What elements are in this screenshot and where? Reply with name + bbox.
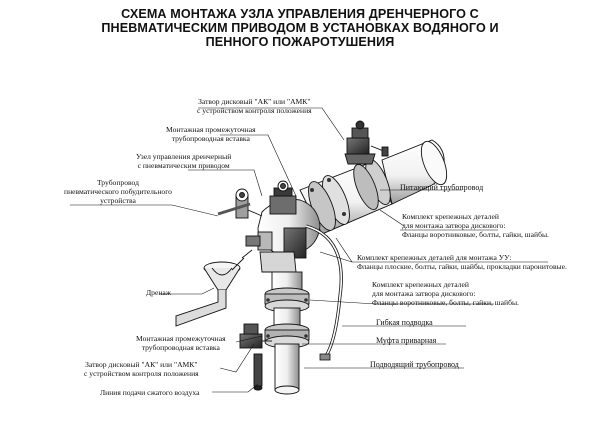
label-kit-bottom: Комплект крепежных деталей для монтажа з…: [372, 280, 519, 307]
label-kit-top: Комплект крепежных деталей для монтажа з…: [402, 212, 549, 239]
title-line-3: ПЕННОГО ПОЖАРОТУШЕНИЯ: [205, 35, 395, 49]
label-pneumatic-pipeline: Трубопровод пневматического побудительно…: [64, 178, 172, 205]
upper-disc-valve: [344, 120, 391, 210]
title-line-2: ПНЕВМАТИЧЕСКИМ ПРИВОДОМ В УСТАНОВКАХ ВОД…: [101, 21, 499, 35]
label-air-line: Линия подачи сжатого воздуха: [100, 388, 200, 397]
drain-funnel: [175, 257, 245, 327]
label-feed-pipe: Подводящий трубопровод: [370, 360, 459, 369]
drencher-control-unit: [217, 180, 321, 273]
label-top-valve: Затвор дисковый "АК" или "АМК" с устройс…: [197, 97, 312, 115]
label-flex-hose: Гибкая подводка: [376, 318, 433, 327]
label-weld-sleeve: Муфта приварная: [376, 336, 437, 345]
label-supply-pipe: Питающий трубопровод: [400, 183, 484, 192]
label-bottom-valve: Затвор дисковый "АК" или "АМК" с устройс…: [84, 360, 199, 378]
diagram-title: СХЕМА МОНТАЖА УЗЛА УПРАВЛЕНИЯ ДРЕНЧЕРНОГ…: [40, 7, 560, 49]
label-drain: Дренаж: [146, 288, 172, 297]
label-kit-uu: Комплект крепежных деталей для монтажа У…: [357, 253, 567, 271]
leader-lines: [70, 107, 548, 393]
label-bottom-insert: Монтажная промежуточная трубопроводная в…: [136, 334, 226, 352]
flexible-hose: [305, 224, 343, 361]
label-top-insert: Монтажная промежуточная трубопроводная в…: [166, 125, 256, 143]
title-line-1: СХЕМА МОНТАЖА УЗЛА УПРАВЛЕНИЯ ДРЕНЧЕРНОГ…: [121, 7, 479, 21]
lower-pipe-assembly: [264, 271, 310, 395]
label-control-unit: Узел управления дренчерный с пневматичес…: [136, 152, 232, 170]
